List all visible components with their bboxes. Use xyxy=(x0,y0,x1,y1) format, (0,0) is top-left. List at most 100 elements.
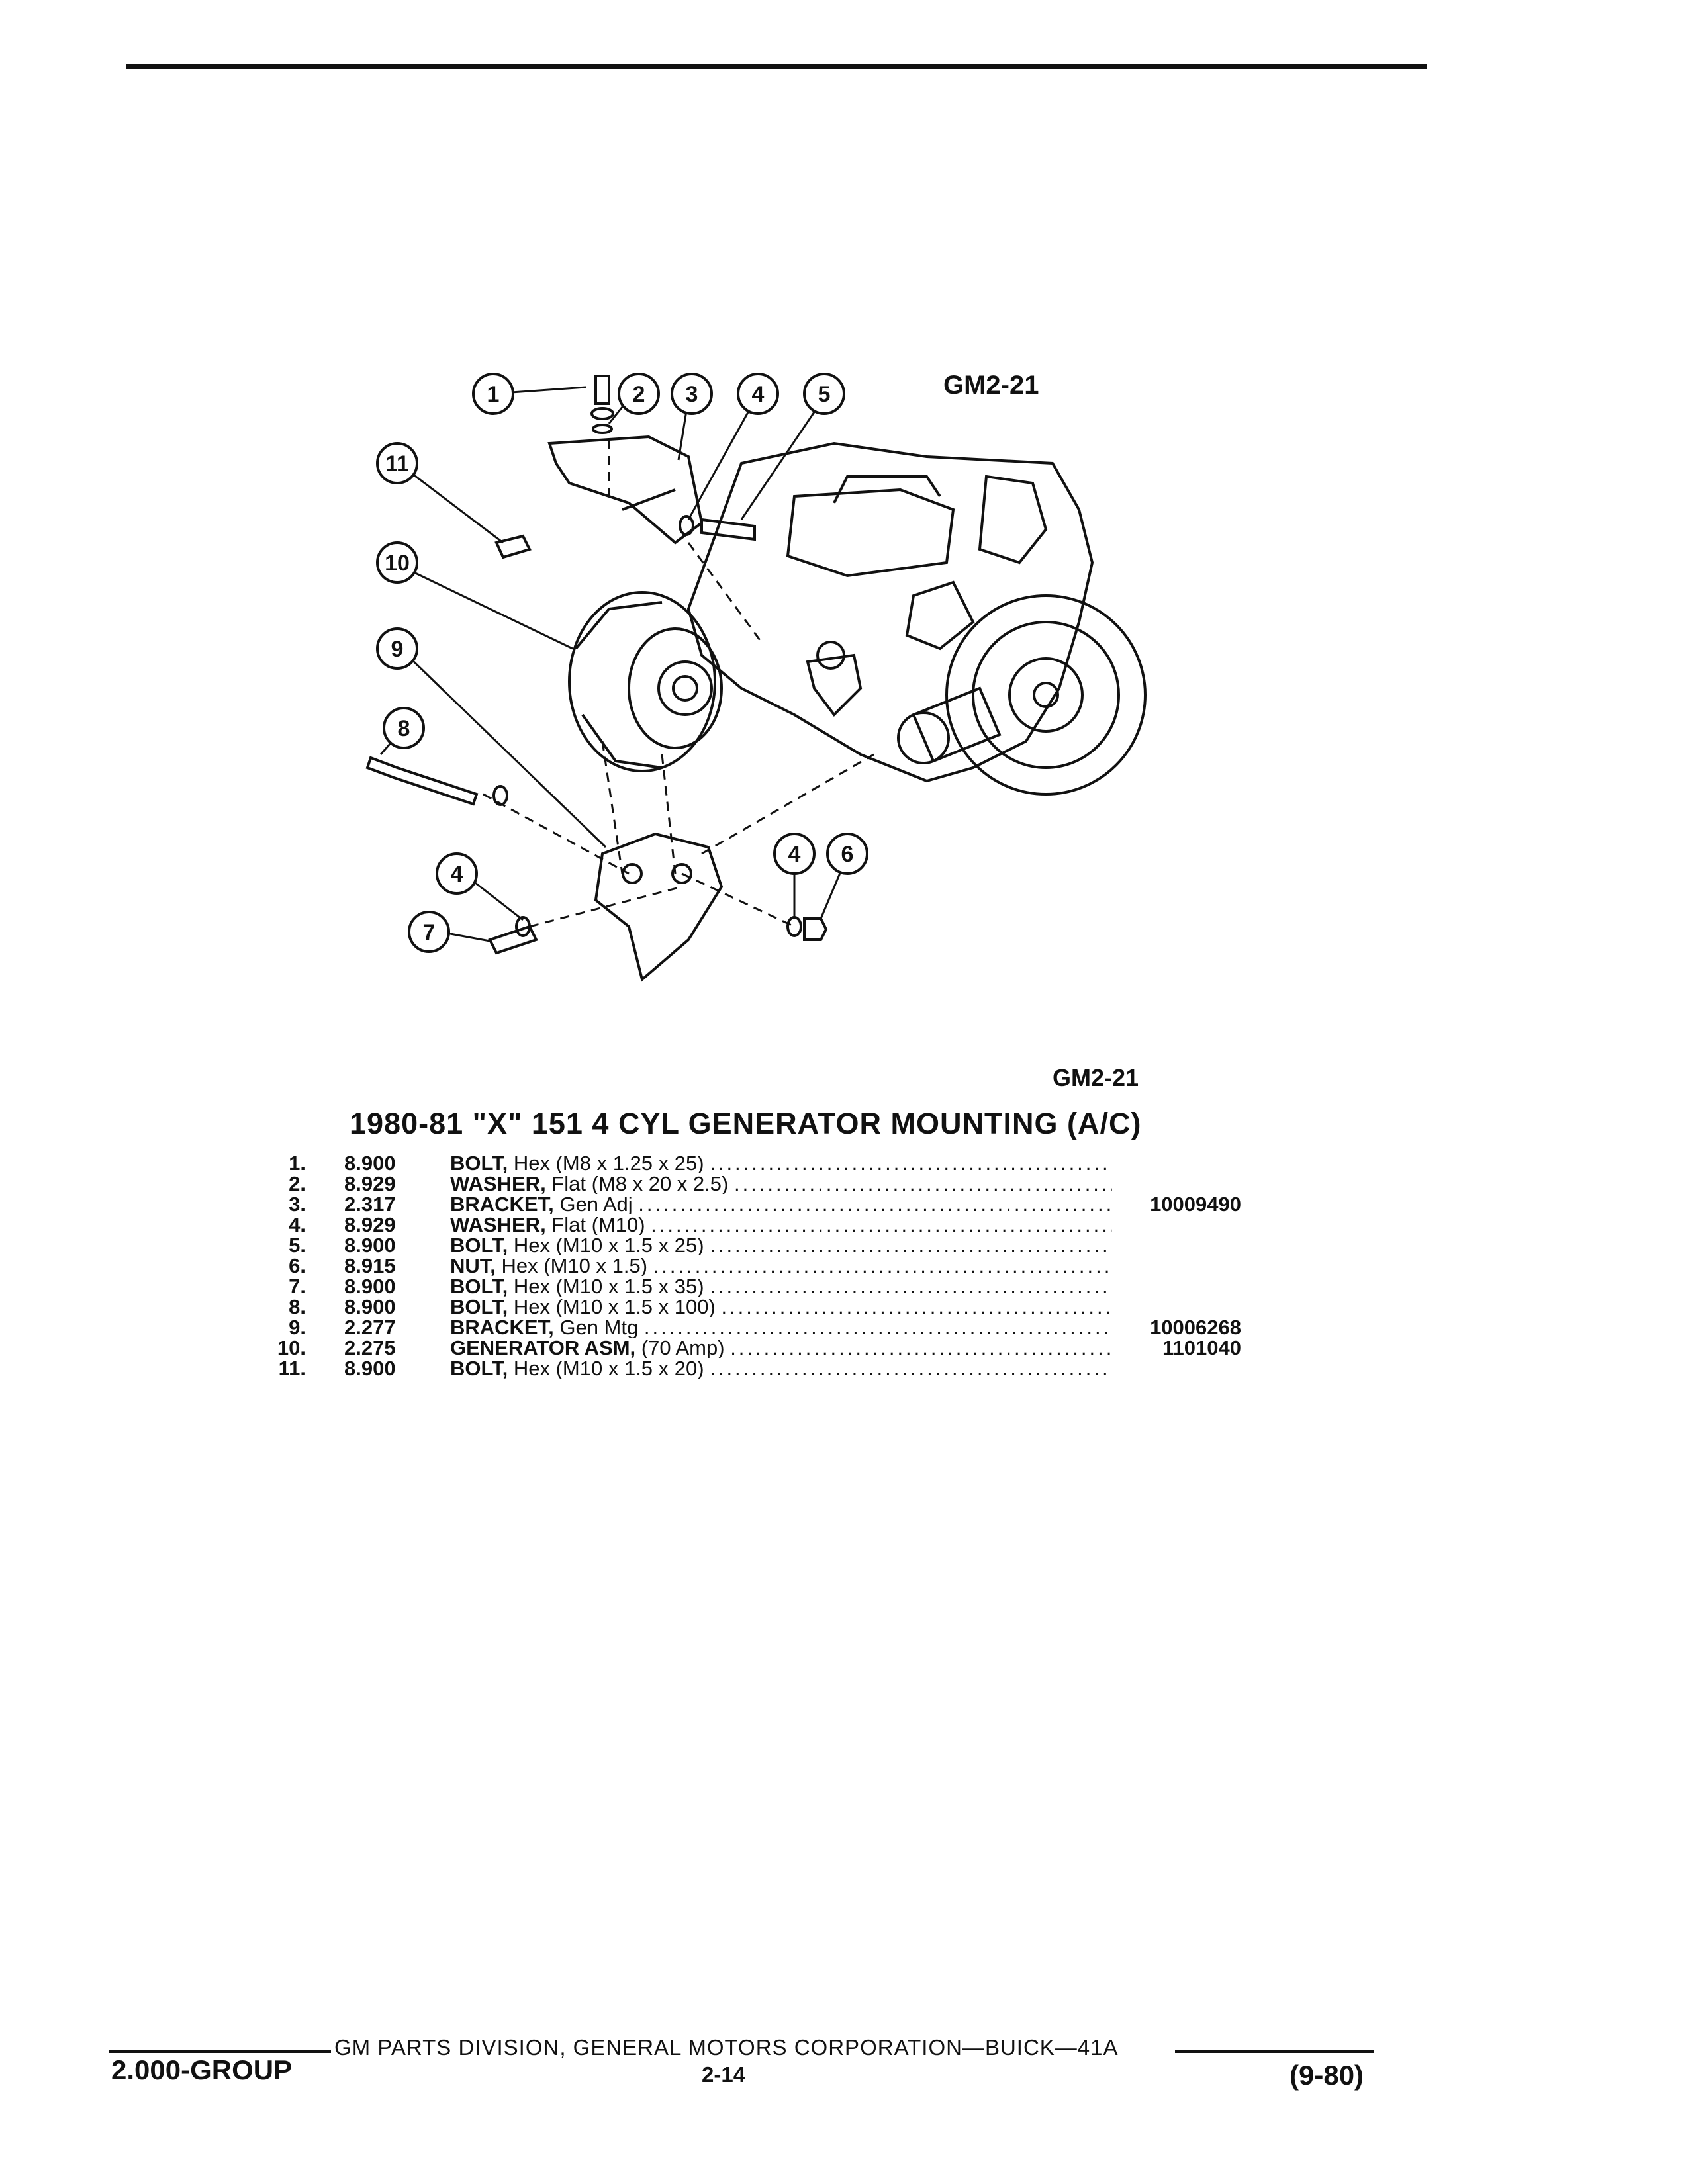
part-description: BRACKET, Gen Adj .......................… xyxy=(450,1194,1112,1214)
exploded-diagram: 1 2 3 4 5 11 10 9 8 4 7 4 6 xyxy=(365,373,1147,982)
part-number: 10009490 xyxy=(1150,1193,1241,1216)
part-description: BRACKET, Gen Mtg .......................… xyxy=(450,1317,1112,1338)
callout-4-circle xyxy=(737,373,779,415)
parts-row: 3. 2.317 BRACKET, Gen Adj ..............… xyxy=(252,1194,1284,1214)
part-name: BOLT, xyxy=(450,1153,508,1173)
parts-row: 6. 8.915 NUT, Hex (M10 x 1.5) ..........… xyxy=(252,1255,1284,1276)
leader-dots: ........................................… xyxy=(710,1235,1112,1255)
group-code: 8.900 xyxy=(344,1234,396,1257)
parts-row: 11. 8.900 BOLT, Hex (M10 x 1.5 x 20) ...… xyxy=(252,1358,1284,1379)
callout-6: 6 xyxy=(841,842,854,867)
callout-8-circle xyxy=(383,707,425,749)
leader-dots: ........................................… xyxy=(653,1255,1112,1276)
part-name: GENERATOR ASM, xyxy=(450,1338,636,1358)
callout-4b: 4 xyxy=(451,862,463,887)
bracket-gen-mtg xyxy=(594,832,724,982)
item-number: 7. xyxy=(289,1275,306,1298)
leader-dots: ........................................… xyxy=(643,1317,1112,1338)
part-description: BOLT, Hex (M10 x 1.5 x 25) .............… xyxy=(450,1235,1112,1255)
footer-rule-right xyxy=(1175,2050,1374,2053)
parts-row: 4. 8.929 WASHER, Flat (M10) ............… xyxy=(252,1214,1284,1235)
group-code: 8.900 xyxy=(344,1152,396,1175)
washer-2 xyxy=(592,424,613,434)
part-name: NUT, xyxy=(450,1255,496,1276)
item-number: 4. xyxy=(289,1213,306,1236)
part-name: BOLT, xyxy=(450,1276,508,1297)
section-title: 1980-81 "X" 151 4 CYL GENERATOR MOUNTING… xyxy=(350,1107,1142,1140)
parts-row: 1. 8.900 BOLT, Hex (M8 x 1.25 x 25) ....… xyxy=(252,1153,1284,1173)
leader-dots: ........................................… xyxy=(730,1338,1112,1358)
item-number: 8. xyxy=(289,1295,306,1318)
washer-4-lower xyxy=(492,785,508,806)
footer-page-number: 2-14 xyxy=(702,2062,746,2087)
washer-4 xyxy=(679,515,694,536)
generator xyxy=(568,591,716,772)
group-code: 8.900 xyxy=(344,1275,396,1298)
leader-dots: ........................................… xyxy=(710,1358,1112,1379)
part-name: BOLT, xyxy=(450,1358,508,1379)
callout-2-circle xyxy=(618,373,660,415)
callout-4c: 4 xyxy=(788,842,801,867)
group-code: 8.900 xyxy=(344,1295,396,1318)
item-number: 3. xyxy=(289,1193,306,1216)
callout-9-circle xyxy=(376,627,418,670)
callout-5: 5 xyxy=(818,382,831,407)
part-name: WASHER, xyxy=(450,1173,546,1194)
top-rule xyxy=(126,64,1427,69)
callout-1-circle xyxy=(472,373,514,415)
part-spec: Hex (M10 x 1.5 x 25) xyxy=(508,1235,704,1255)
callout-8: 8 xyxy=(398,716,410,741)
part-description: WASHER, Flat (M10) .....................… xyxy=(450,1214,1112,1235)
leader-dots: ........................................… xyxy=(638,1194,1112,1214)
callout-11: 11 xyxy=(385,451,409,477)
parts-list: 1. 8.900 BOLT, Hex (M8 x 1.25 x 25) ....… xyxy=(252,1153,1284,1379)
footer-rule-left xyxy=(109,2050,331,2053)
item-number: 10. xyxy=(277,1336,306,1359)
part-name: BRACKET, xyxy=(450,1194,554,1214)
part-number: 10006268 xyxy=(1150,1316,1241,1339)
leader-dots: ........................................… xyxy=(733,1173,1112,1194)
part-name: BOLT, xyxy=(450,1297,508,1317)
group-code: 2.277 xyxy=(344,1316,396,1339)
leader-dots: ........................................… xyxy=(710,1276,1112,1297)
bracket-gen-adj xyxy=(547,435,704,545)
callout-4c-circle xyxy=(773,833,816,875)
parts-row: 2. 8.929 WASHER, Flat (M8 x 20 x 2.5) ..… xyxy=(252,1173,1284,1194)
callout-2: 2 xyxy=(633,382,645,407)
callout-10: 10 xyxy=(385,551,410,576)
part-name: WASHER, xyxy=(450,1214,546,1235)
leader-dots: ........................................… xyxy=(721,1297,1112,1317)
part-name: BOLT, xyxy=(450,1235,508,1255)
parts-row: 8. 8.900 BOLT, Hex (M10 x 1.5 x 100) ...… xyxy=(252,1297,1284,1317)
washer-4-right xyxy=(786,916,802,937)
part-spec: Hex (M10 x 1.5 x 20) xyxy=(508,1358,704,1379)
nut-6 xyxy=(803,917,828,941)
part-name: BRACKET, xyxy=(450,1317,554,1338)
callout-5-circle xyxy=(803,373,845,415)
footer-date: (9-80) xyxy=(1289,2060,1364,2091)
part-spec: Hex (M10 x 1.5 x 35) xyxy=(508,1276,704,1297)
part-description: BOLT, Hex (M8 x 1.25 x 25) .............… xyxy=(450,1153,1112,1173)
item-number: 5. xyxy=(289,1234,306,1257)
figure-code-bottom: GM2-21 xyxy=(1053,1064,1139,1091)
callout-9: 9 xyxy=(391,637,404,662)
part-description: GENERATOR ASM, (70 Amp) ................… xyxy=(450,1338,1112,1358)
callout-4: 4 xyxy=(752,382,765,407)
callout-11-circle xyxy=(376,442,418,484)
callout-4b-circle xyxy=(436,852,478,895)
item-number: 6. xyxy=(289,1254,306,1277)
parts-row: 9. 2.277 BRACKET, Gen Mtg ..............… xyxy=(252,1317,1284,1338)
crank-pulley xyxy=(945,594,1147,796)
bolt-8 xyxy=(365,756,479,806)
part-spec: (70 Amp) xyxy=(635,1338,725,1358)
parts-row: 7. 8.900 BOLT, Hex (M10 x 1.5 x 35) ....… xyxy=(252,1276,1284,1297)
item-number: 9. xyxy=(289,1316,306,1339)
callout-6-circle xyxy=(826,833,868,875)
part-spec: Hex (M10 x 1.5) xyxy=(495,1255,648,1276)
part-description: BOLT, Hex (M10 x 1.5 x 35) .............… xyxy=(450,1276,1112,1297)
group-code: 2.317 xyxy=(344,1193,396,1216)
part-description: BOLT, Hex (M10 x 1.5 x 20) .............… xyxy=(450,1358,1112,1379)
part-spec: Flat (M8 x 20 x 2.5) xyxy=(545,1173,729,1194)
callout-3-circle xyxy=(671,373,713,415)
part-description: WASHER, Flat (M8 x 20 x 2.5) ...........… xyxy=(450,1173,1112,1194)
